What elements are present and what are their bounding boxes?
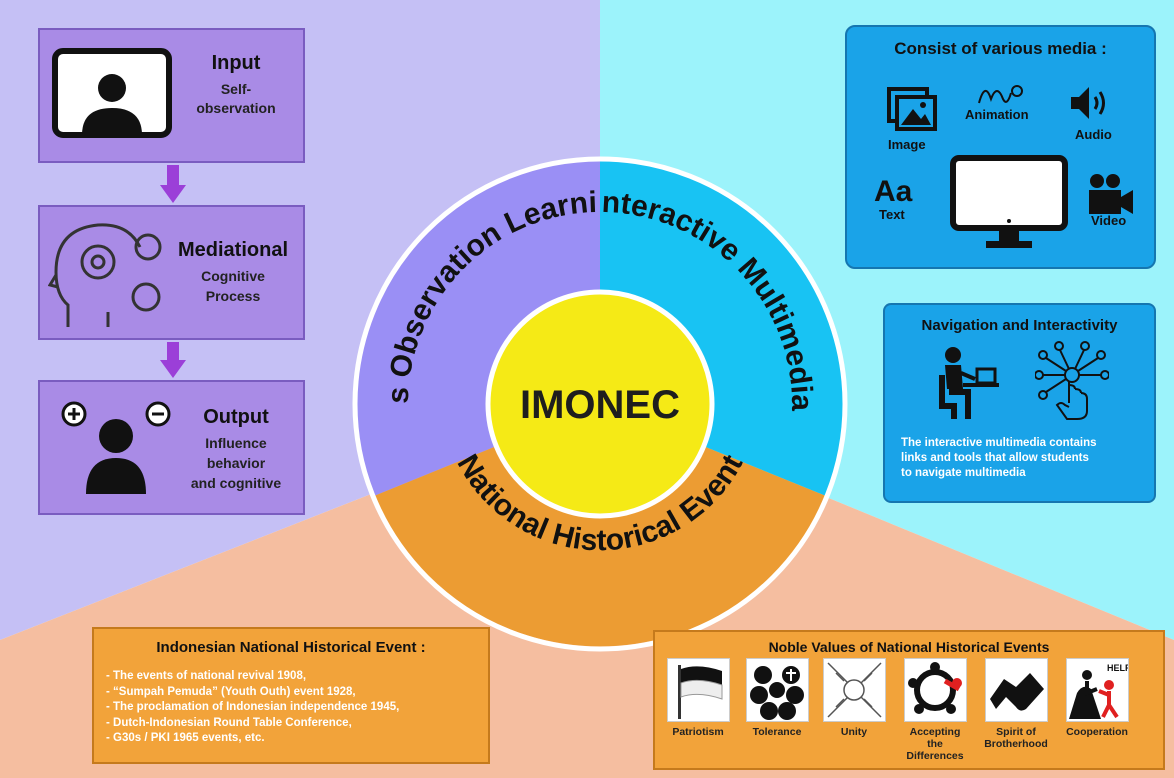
output-sub-3: and cognitive bbox=[190, 475, 282, 491]
output-title: Output bbox=[203, 406, 269, 428]
center-circle bbox=[485, 289, 715, 519]
animation-icon bbox=[978, 85, 1023, 104]
head-gears-icon bbox=[48, 223, 162, 327]
navigation-box: Navigation and Interactivity The interac… bbox=[883, 303, 1156, 503]
input-title: Input bbox=[211, 52, 261, 74]
navigation-desc-3: to navigate multimedia bbox=[901, 467, 1026, 479]
mediational-sub-2: Process bbox=[205, 288, 261, 304]
value-image-patriotism bbox=[667, 658, 730, 722]
center-label: IMONEC bbox=[520, 383, 680, 427]
touch-network-icon bbox=[1035, 341, 1109, 420]
output-box: Output Influence behavior and cognitive bbox=[38, 380, 305, 515]
value-image-cooperation: HELP bbox=[1066, 658, 1131, 722]
value-image-unity bbox=[823, 658, 886, 722]
value-label-brotherhood: Spirit of Brotherhood bbox=[984, 726, 1048, 750]
input-sub-1: Self- bbox=[220, 81, 252, 97]
values-box: Noble Values of National Historical Even… bbox=[653, 630, 1165, 770]
monitor-person-icon bbox=[52, 48, 172, 138]
events-list: - The events of national revival 1908, -… bbox=[106, 669, 399, 747]
value-label-patriotism: Patriotism bbox=[672, 726, 724, 738]
image-label: Image bbox=[888, 137, 926, 152]
navigation-desc-1: The interactive multimedia contains bbox=[901, 437, 1097, 449]
value-label-accepting: Accepting the Differences bbox=[906, 726, 964, 762]
events-title: Indonesian National Historical Event : bbox=[156, 639, 426, 656]
text-glyph: Aa bbox=[874, 175, 913, 208]
media-title: Consist of various media : bbox=[894, 39, 1107, 58]
navigation-desc-2: links and tools that allow students bbox=[901, 452, 1089, 464]
events-box: Indonesian National Historical Event : -… bbox=[92, 627, 490, 764]
svg-text:HELP: HELP bbox=[1107, 663, 1128, 673]
mediational-sub-1: Cognitive bbox=[201, 268, 265, 284]
mediational-title: Mediational bbox=[177, 239, 288, 261]
audio-icon bbox=[1071, 87, 1105, 119]
value-label-tolerance: Tolerance bbox=[752, 726, 802, 738]
output-sub-1: Influence bbox=[205, 435, 267, 451]
event-item-5: - G30s / PKI 1965 events, etc. bbox=[106, 732, 265, 744]
flag-icon bbox=[678, 665, 723, 719]
down-arrow-icon bbox=[160, 165, 186, 203]
event-item-1: - The events of national revival 1908, bbox=[106, 670, 307, 682]
value-image-tolerance bbox=[746, 658, 809, 722]
values-title: Noble Values of National Historical Even… bbox=[768, 639, 1050, 655]
mediational-box: Mediational Cognitive Process bbox=[38, 205, 305, 340]
event-item-4: - Dutch-Indonesian Round Table Conferenc… bbox=[106, 716, 352, 729]
joined-hands-icon bbox=[827, 662, 882, 718]
animation-label: Animation bbox=[965, 107, 1029, 122]
image-icon bbox=[887, 87, 937, 131]
text-label: Text bbox=[879, 207, 905, 222]
audio-label: Audio bbox=[1075, 127, 1112, 142]
video-label: Video bbox=[1091, 213, 1127, 228]
media-box: Consist of various media : Image Animati… bbox=[845, 25, 1156, 269]
value-label-cooperation: Cooperation bbox=[1066, 726, 1128, 738]
religious-symbols-icon bbox=[750, 666, 804, 720]
circle-of-people-icon bbox=[908, 662, 962, 714]
value-image-accepting bbox=[904, 658, 967, 722]
event-item-2: - “Sumpah Pemuda” (Youth Outh) event 192… bbox=[106, 685, 356, 698]
video-camera-icon bbox=[1089, 174, 1133, 214]
ring-national-segment bbox=[374, 404, 826, 647]
down-arrow-icon bbox=[160, 342, 186, 378]
event-item-3: - The proclamation of Indonesian indepen… bbox=[106, 701, 400, 713]
person-plus-minus-icon bbox=[61, 401, 171, 494]
computer-monitor-icon bbox=[950, 155, 1068, 248]
navigation-title: Navigation and Interactivity bbox=[921, 317, 1118, 334]
value-image-brotherhood bbox=[985, 658, 1048, 722]
user-at-laptop-icon bbox=[939, 347, 999, 419]
handshake-icon bbox=[990, 673, 1044, 711]
input-sub-2: observation bbox=[196, 100, 276, 116]
help-climb-icon: HELP bbox=[1069, 663, 1131, 719]
output-sub-2: behavior bbox=[206, 455, 266, 471]
input-box: Input Self- observation bbox=[38, 28, 305, 163]
value-label-unity: Unity bbox=[840, 726, 868, 738]
